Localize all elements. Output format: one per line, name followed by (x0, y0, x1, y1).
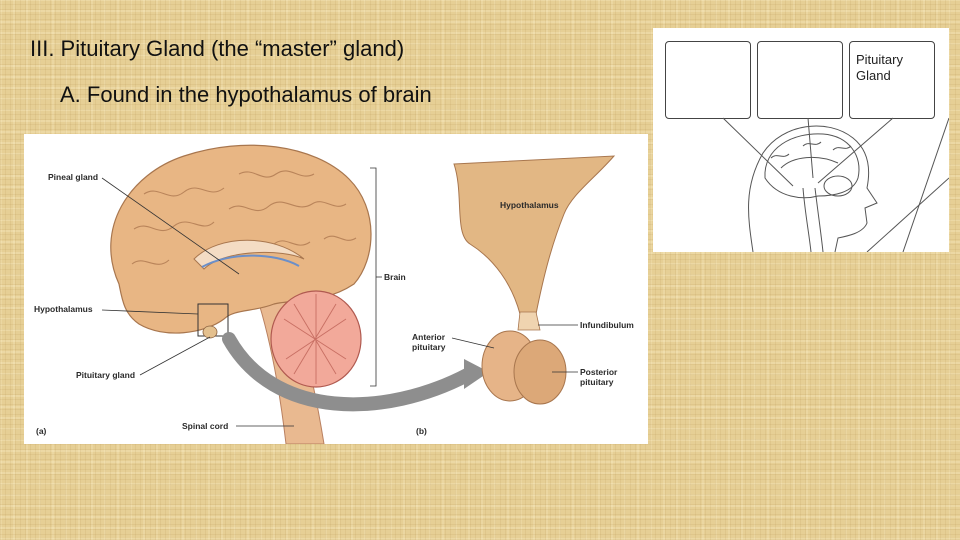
brain-illustration (101, 144, 616, 444)
label-pituitary-gland-a: Pituitary gland (76, 370, 136, 380)
label-brain: Brain (384, 272, 406, 282)
label-box-2 (757, 41, 843, 119)
zoom-arrow (222, 332, 476, 412)
pituitary-small (202, 325, 218, 339)
label-infundibulum: Infundibulum (580, 320, 634, 330)
label-hypothalamus-b: Hypothalamus (500, 200, 559, 210)
hypothalamus-b-shape (453, 155, 616, 315)
label-panel-a: (a) (36, 426, 47, 436)
label-posterior-pituitary: Posterior pituitary (580, 367, 618, 387)
pituitary-gland-label: Pituitary Gland (856, 52, 903, 83)
gyri-lines (131, 170, 357, 265)
label-spinal-cord: Spinal cord (182, 421, 229, 431)
label-panel-b: (b) (416, 426, 427, 436)
label-anterior-pituitary: Anterior pituitary (412, 332, 446, 352)
slide-subtitle: A. Found in the hypothalamus of brain (60, 82, 432, 107)
head-outline (722, 117, 949, 252)
brain-pituitary-figure: Pineal gland Hypothalamus Pituitary glan… (24, 134, 648, 444)
ventricle-line (201, 254, 300, 268)
slide-title: III. Pituitary Gland (the “master” gland… (30, 36, 405, 61)
label-hypothalamus-a: Hypothalamus (34, 304, 93, 314)
label-pineal-gland: Pineal gland (48, 172, 99, 182)
cerebrum-shape (110, 144, 372, 334)
infundibulum-shape (517, 311, 541, 331)
worksheet-diagram: Pituitary Gland (653, 28, 949, 252)
label-box-1 (665, 41, 751, 119)
